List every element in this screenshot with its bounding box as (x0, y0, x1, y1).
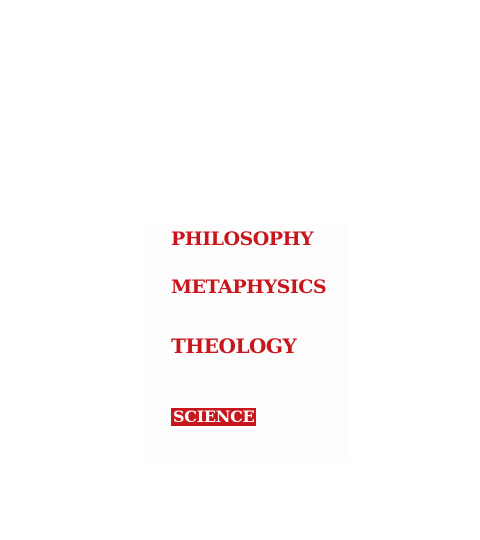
word-philosophy: PHILOSOPHY (171, 228, 314, 250)
word-science-highlighted: SCIENCE (171, 407, 257, 426)
word-theology: THEOLOGY (171, 334, 297, 358)
word-metaphysics: METAPHYSICS (171, 276, 327, 298)
